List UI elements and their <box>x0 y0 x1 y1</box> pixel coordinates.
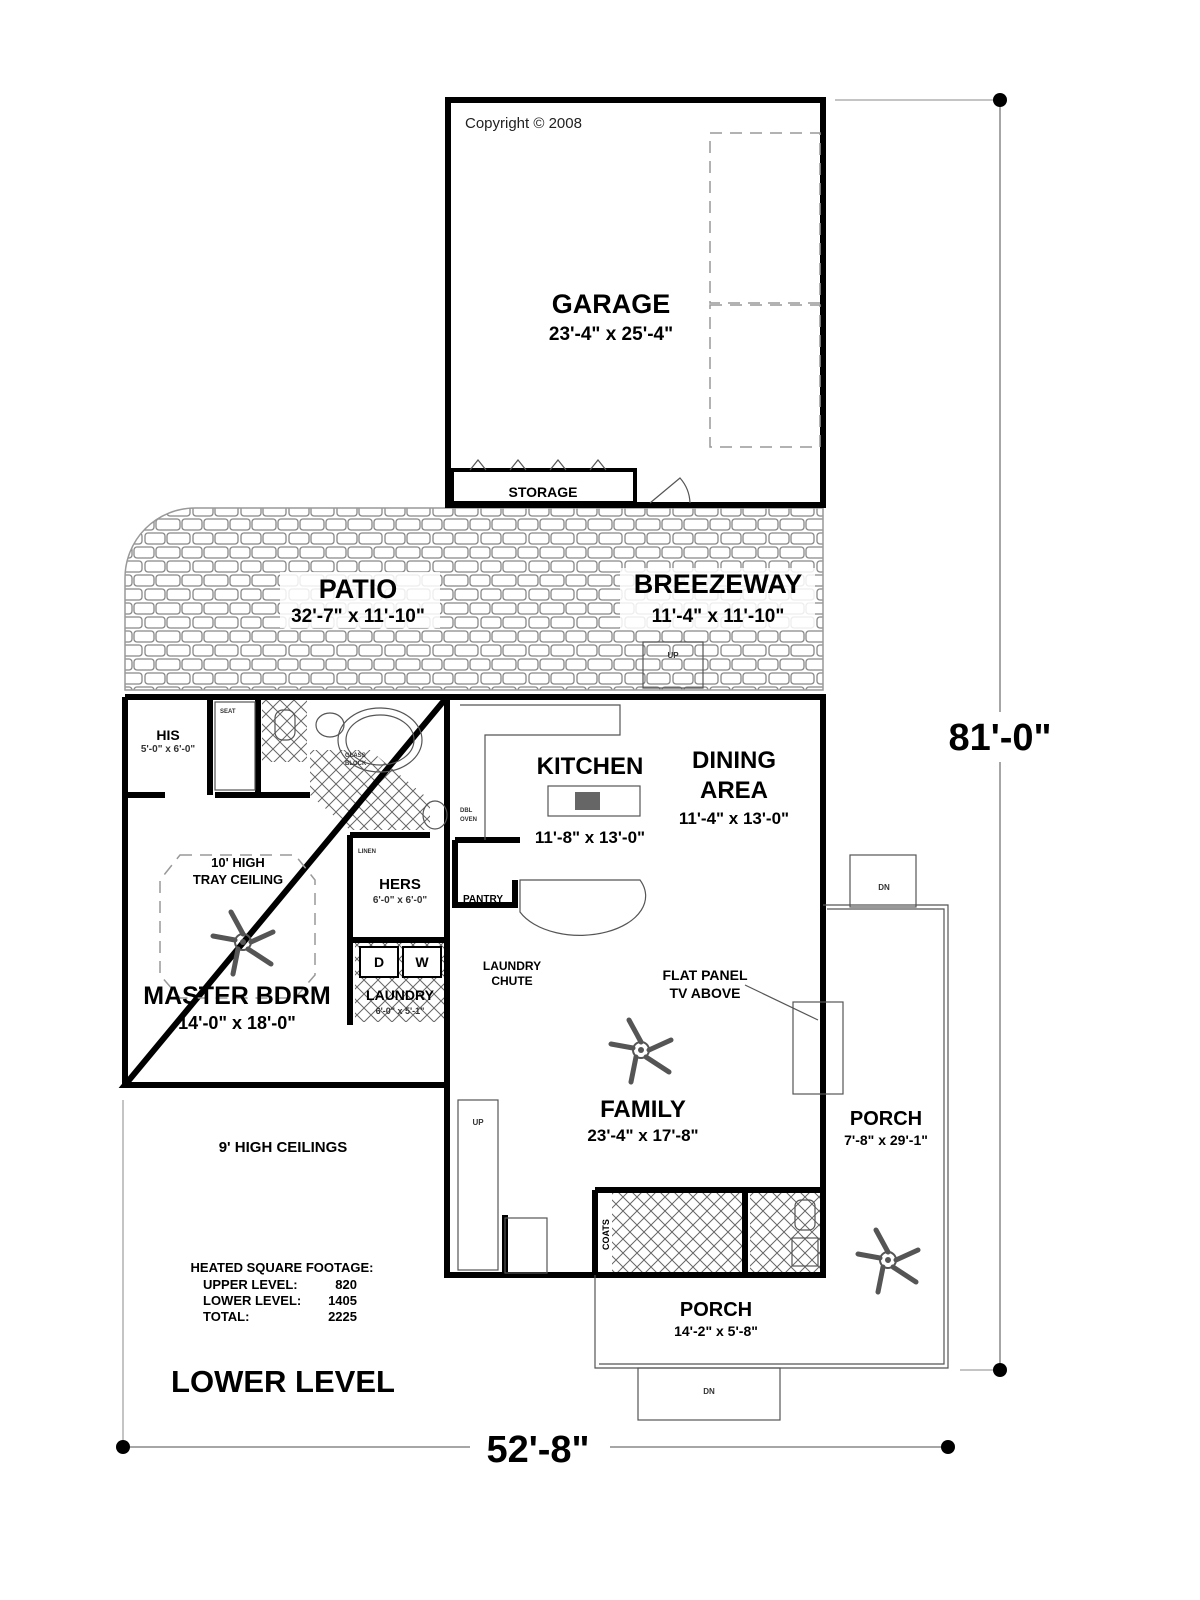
kitchen-label: KITCHEN <box>537 753 644 780</box>
footage-value: 820 <box>335 1277 357 1292</box>
footage-value: 1405 <box>328 1293 357 1308</box>
ceiling-fan-icon <box>210 909 276 977</box>
tray-ceiling-note-2: TRAY CEILING <box>193 872 283 887</box>
depth-dimension: 81'-0" <box>948 717 1051 759</box>
pantry-label: PANTRY <box>463 894 503 905</box>
level-title: LOWER LEVEL <box>171 1364 395 1399</box>
dbl-oven-label-2: OVEN <box>460 817 477 823</box>
coats-label: COATS <box>601 1219 611 1250</box>
side-porch-size: 7'-8" x 29'-1" <box>844 1132 928 1148</box>
breezeway-label: BREEZEWAY <box>634 569 803 599</box>
footage-label: TOTAL: <box>203 1309 249 1324</box>
kitchen-size: 11'-8" x 13'-0" <box>535 828 645 847</box>
footage-value: 2225 <box>328 1309 357 1324</box>
footage-label: LOWER LEVEL: <box>203 1293 301 1308</box>
front-porch-label: PORCH <box>680 1299 752 1321</box>
hers-label: HERS <box>379 876 421 893</box>
washer-label: W <box>415 954 429 970</box>
his-size: 5'-0" x 6'-0" <box>141 744 196 755</box>
laundry-label: LAUNDRY <box>366 987 435 1003</box>
tray-ceiling-note: 10' HIGH <box>211 855 265 870</box>
width-dimension: 52'-8" <box>486 1429 589 1471</box>
patio-paving <box>124 507 824 691</box>
dbl-oven-label: DBL <box>460 808 473 814</box>
patio-label: PATIO <box>319 574 398 604</box>
family-size: 23'-4" x 17'-8" <box>587 1126 698 1145</box>
tv-label: FLAT PANEL <box>662 967 747 983</box>
side-porch-label: PORCH <box>850 1108 922 1130</box>
copyright: Copyright © 2008 <box>465 115 582 132</box>
square-footage-table: HEATED SQUARE FOOTAGE: UPPER LEVEL: 820 … <box>191 1260 374 1324</box>
laundry-chute-label-2: CHUTE <box>491 974 532 988</box>
master-bdrm-label: MASTER BDRM <box>143 982 331 1010</box>
glass-block-label: GLASS <box>345 753 366 759</box>
front-steps-dn-label: DN <box>703 1387 715 1396</box>
patio-size: 32'-7" x 11'-10" <box>291 606 425 627</box>
ceiling-height-note: 9' HIGH CEILINGS <box>219 1139 348 1156</box>
breezeway-size: 11'-4" x 11'-10" <box>652 606 785 627</box>
his-label: HIS <box>156 727 179 743</box>
dryer-label: D <box>374 954 384 970</box>
footage-heading: HEATED SQUARE FOOTAGE: <box>191 1260 374 1275</box>
breezeway-up-label: UP <box>667 651 679 660</box>
garage-label: GARAGE <box>552 289 671 319</box>
walls <box>118 694 826 1278</box>
stair-up-label: UP <box>472 1118 484 1127</box>
dining-label: DINING <box>692 747 776 774</box>
ceiling-fan-icon <box>855 1227 921 1295</box>
dining-label-2: AREA <box>700 777 768 804</box>
front-porch-size: 14'-2" x 5'-8" <box>674 1323 758 1339</box>
glass-block-label-2: BLOCK <box>345 761 367 767</box>
master-bdrm-size: 14'-0" x 18'-0" <box>178 1013 296 1033</box>
porch-outline <box>594 641 949 1421</box>
garage <box>445 97 826 508</box>
seat-label: SEAT <box>220 709 236 715</box>
garage-size: 23'-4" x 25'-4" <box>549 324 673 345</box>
family-label: FAMILY <box>600 1096 686 1123</box>
laundry-size: 6'-0" x 5'-1" <box>376 1006 425 1016</box>
storage-label: STORAGE <box>509 484 578 500</box>
footage-label: UPPER LEVEL: <box>203 1277 298 1292</box>
tv-label-2: TV ABOVE <box>669 985 740 1001</box>
dining-size: 11'-4" x 13'-0" <box>679 809 789 828</box>
linen-label: LINEN <box>358 849 376 855</box>
fixtures <box>159 701 844 1274</box>
ceiling-fan-icon <box>608 1017 674 1085</box>
side-steps-dn-label: DN <box>878 883 890 892</box>
hers-size: 6'-0" x 6'-0" <box>373 895 428 906</box>
laundry-chute-label: LAUNDRY <box>483 959 541 973</box>
